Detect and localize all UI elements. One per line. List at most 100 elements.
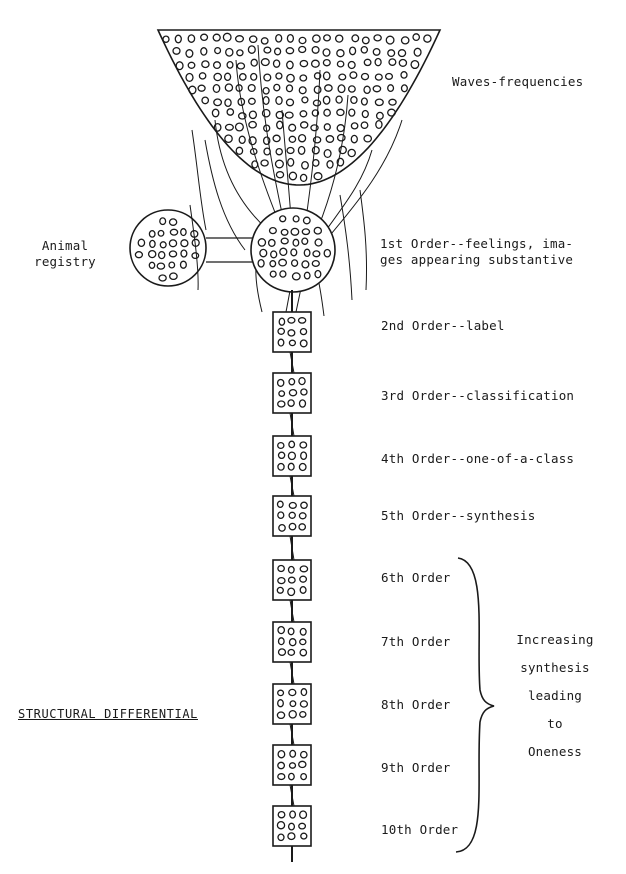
hole-dot <box>277 648 287 656</box>
hole-dot <box>287 565 295 574</box>
hole-dot <box>147 249 157 259</box>
hole-dot <box>277 338 285 347</box>
hole-dot <box>372 47 381 56</box>
hole-dot <box>162 35 170 43</box>
hole-dot <box>201 96 210 105</box>
hole-dot <box>223 72 232 82</box>
hole-dot <box>190 229 199 238</box>
hole-dot <box>225 47 234 57</box>
hole-dot <box>322 71 331 81</box>
hole-dot <box>288 762 297 769</box>
hole-dot <box>200 47 208 56</box>
hole-dot <box>298 376 306 386</box>
order-8-label: 8th Order <box>381 697 451 712</box>
string-line <box>325 119 403 241</box>
hole-dot <box>288 688 297 697</box>
hole-dot <box>324 84 333 92</box>
hole-dot <box>299 59 309 68</box>
order-6-label: 6th Order <box>381 570 451 585</box>
label-tag-7 <box>272 621 312 663</box>
hole-dot <box>326 160 334 169</box>
hole-dot <box>314 238 323 247</box>
hole-dot <box>350 95 358 105</box>
hole-dot <box>287 832 296 841</box>
hole-dot <box>297 145 306 155</box>
hole-dot <box>375 111 384 120</box>
hole-dot <box>287 329 296 337</box>
hole-dot <box>267 238 276 247</box>
hole-dot <box>286 73 295 83</box>
hole-dot <box>234 35 245 43</box>
hole-dot <box>148 261 156 269</box>
hole-dot <box>277 511 285 520</box>
hole-dot <box>289 810 297 819</box>
hole-dot <box>277 327 286 335</box>
hole-dot <box>287 399 295 407</box>
hole-dot <box>350 122 359 130</box>
hole-dot <box>300 688 308 697</box>
hole-dot <box>191 238 200 247</box>
hole-dot <box>149 239 156 249</box>
hole-dot <box>310 59 320 68</box>
hole-dot <box>277 400 286 408</box>
hole-dot <box>349 71 358 79</box>
hole-dot <box>413 47 422 57</box>
hole-dot <box>185 72 194 82</box>
hole-dot <box>191 252 200 260</box>
hole-dot <box>299 565 309 573</box>
hole-dot <box>260 58 270 67</box>
label-tag-2 <box>272 311 312 353</box>
hole-dot <box>224 83 234 92</box>
hole-dot <box>312 99 322 107</box>
hole-dot <box>312 136 322 144</box>
hole-dot <box>148 230 156 238</box>
hole-dot <box>288 388 298 397</box>
hole-dot <box>298 462 307 472</box>
synthesis-line-4: to <box>547 716 563 731</box>
hole-dot <box>279 270 287 278</box>
order-9-label: 9th Order <box>381 760 451 775</box>
order-5-label: 5th Order--synthesis <box>381 508 536 523</box>
hole-dot <box>249 147 258 156</box>
hole-dot <box>303 248 311 258</box>
hole-dot <box>299 710 307 718</box>
hole-dot <box>323 123 331 131</box>
label-tag-9 <box>272 744 312 786</box>
hole-dot <box>299 700 309 708</box>
hole-dot <box>174 34 182 44</box>
hole-dot <box>299 74 308 82</box>
hole-dot <box>336 133 346 142</box>
hole-dot <box>262 95 270 106</box>
hole-dot <box>298 399 307 408</box>
string-line <box>191 129 207 231</box>
hole-dot <box>274 159 284 169</box>
label-tag-5 <box>272 495 312 537</box>
hole-dot <box>277 833 285 842</box>
hole-dot <box>248 35 258 44</box>
hole-dot <box>287 576 296 584</box>
hole-dot <box>400 71 408 79</box>
hole-dot <box>313 172 323 181</box>
hole-dot <box>351 34 360 43</box>
label-tag-4 <box>272 435 312 477</box>
hole-dot <box>361 36 370 45</box>
hole-dot <box>298 523 307 531</box>
hole-dot <box>168 261 176 269</box>
hole-dot <box>278 317 286 326</box>
hole-dot <box>400 36 410 45</box>
hole-dot <box>236 62 246 70</box>
hole-dot <box>180 249 188 258</box>
hole-dot <box>276 500 284 509</box>
hole-dot <box>212 83 221 94</box>
animal-registry-label: Animal registry <box>20 238 110 270</box>
hole-dot <box>247 45 256 54</box>
order-3-label: 3rd Order--classification <box>381 388 575 403</box>
hole-dot <box>300 451 308 461</box>
hole-dot <box>263 46 272 54</box>
animal-label-line-2: registry <box>34 254 96 269</box>
hole-dot <box>248 120 257 129</box>
synthesis-line-1: Increasing <box>516 632 594 647</box>
hole-dot <box>280 228 289 236</box>
waves-frequencies-label: Waves-frequencies <box>452 74 584 89</box>
hole-dot <box>261 108 271 118</box>
